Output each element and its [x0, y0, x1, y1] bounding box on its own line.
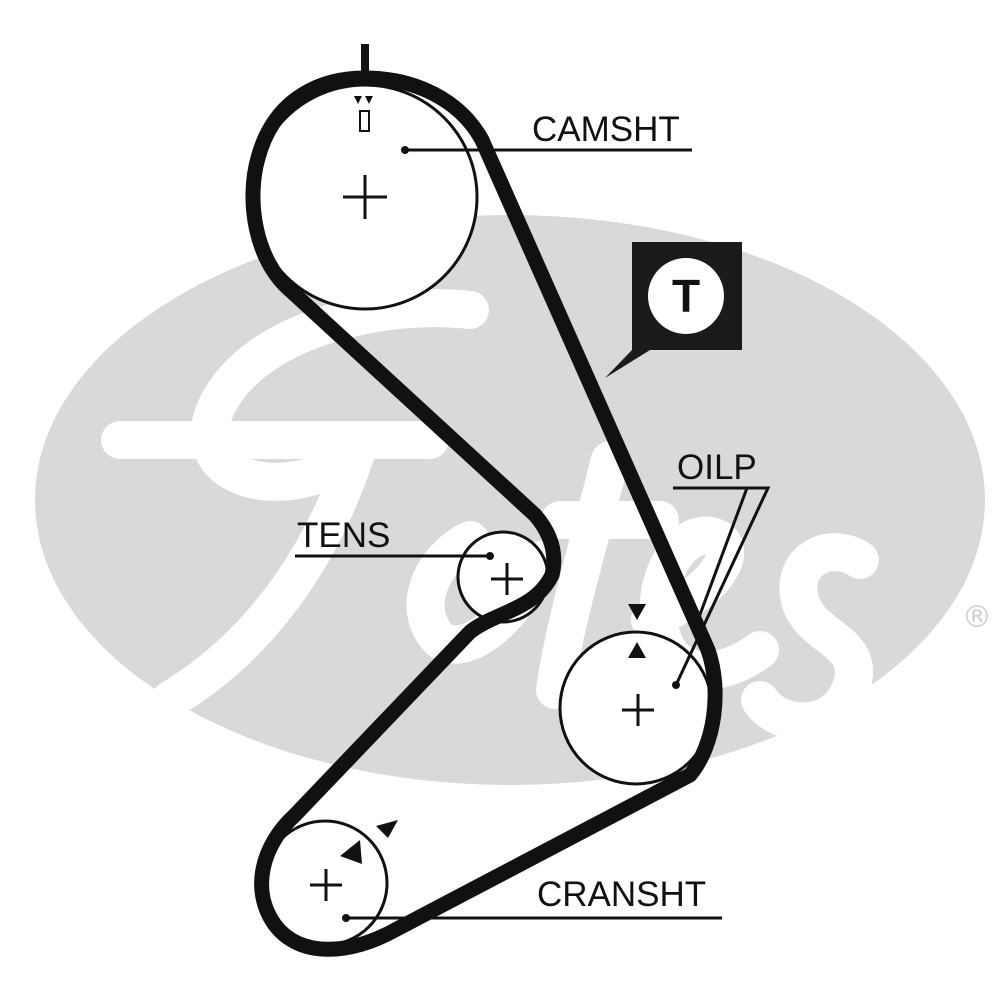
oil-pump-arrow-up-icon: [628, 642, 646, 658]
oil-pump-arrow-down-icon: [628, 604, 646, 620]
oil-pump-leader-line-a: [673, 486, 771, 686]
timing-marks: [340, 44, 646, 864]
badge-circle: [648, 258, 724, 334]
leader-lines: [295, 148, 771, 920]
oil-pump-leader-dot: [672, 681, 680, 689]
camshaft-center-cross-icon: [343, 175, 387, 219]
tensioner-badge-icon: T: [605, 242, 742, 378]
oil-pump-label: OILP: [677, 448, 757, 487]
crankshaft-arrow-outer-icon: [376, 820, 398, 838]
camshaft-top-mark: [361, 44, 369, 72]
oil-pump-center-cross-icon: [622, 694, 654, 726]
crankshaft-label: CRANSHT: [537, 875, 707, 914]
leader-dots: [342, 146, 680, 922]
crankshaft-center-cross-icon: [310, 869, 342, 901]
camshaft-arrow-right-icon: [365, 96, 373, 104]
registered-mark: ®: [962, 600, 992, 635]
tensioner-badge-letter: T: [672, 270, 700, 322]
camshaft-timing-window-icon: [359, 110, 370, 132]
oil-pump-leader-line-b: [693, 487, 749, 629]
tensioner-label: TENS: [297, 516, 391, 555]
camshaft-arrow-left-icon: [354, 96, 362, 104]
crankshaft-arrow-inner-icon: [340, 840, 362, 864]
crankshaft-leader-dot: [342, 914, 350, 922]
tensioner-leader-dot: [486, 552, 494, 560]
timing-belt: [245, 70, 723, 957]
camshaft-leader-dot: [401, 146, 409, 154]
tensioner-center-cross-icon: [491, 563, 523, 595]
center-marks: [310, 175, 654, 901]
camshaft-label: CAMSHT: [532, 110, 680, 149]
